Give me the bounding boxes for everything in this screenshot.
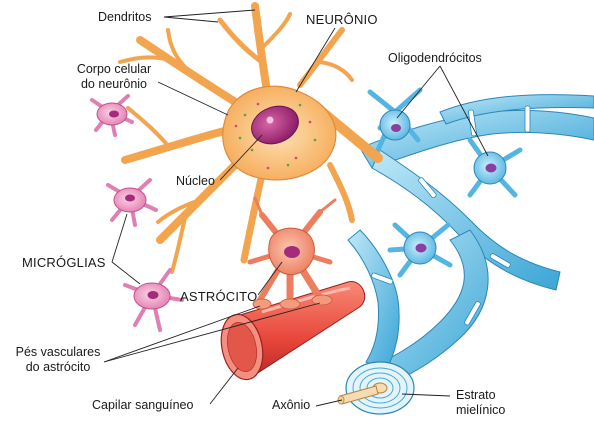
neuron: [118, 2, 383, 274]
microglia-3: [123, 268, 184, 332]
label-corpo-celular: Corpo celular do neurônio: [70, 62, 158, 92]
label-estrato-mielinico: Estrato mielínico: [456, 388, 505, 418]
label-axonio: Axônio: [272, 398, 311, 412]
oligodendrocyte-2: [467, 137, 523, 198]
label-oligodendrocitos: Oligodendrócitos: [388, 51, 482, 65]
blood-capillary: [220, 281, 366, 381]
label-nucleo: Núcleo: [176, 174, 215, 188]
axon-core: [337, 385, 379, 405]
microglia-1: [90, 94, 134, 137]
label-corpo-celular-line1: Corpo celular: [76, 62, 152, 76]
leader-lines: [103, 9, 489, 407]
label-corpo-celular-line2: do neurônio: [80, 77, 148, 91]
oligodendrocyte-1: [367, 87, 423, 153]
label-neuronio: NEURÔNIO: [306, 12, 378, 27]
label-pes-vasculares: Pés vasculares do astrócito: [12, 345, 104, 375]
label-estrato-line1: Estrato: [456, 388, 496, 402]
label-dendritos: Dendritos: [98, 10, 152, 24]
microglia-2: [106, 178, 158, 227]
label-microglias: MICRÓGLIAS: [22, 255, 106, 270]
label-astrocito: ASTRÓCITO: [180, 289, 258, 304]
myelin-cross-section: [345, 361, 415, 415]
label-pes-vasculares-line1: Pés vasculares: [15, 345, 101, 359]
label-capilar: Capilar sanguíneo: [92, 398, 194, 412]
myelin-nodes: [371, 105, 531, 326]
label-pes-vasculares-line2: do astrócito: [25, 360, 91, 374]
astrocyte: [247, 196, 337, 310]
label-estrato-line2: mielínico: [456, 403, 506, 417]
oligodendrocyte-3: [387, 222, 453, 278]
